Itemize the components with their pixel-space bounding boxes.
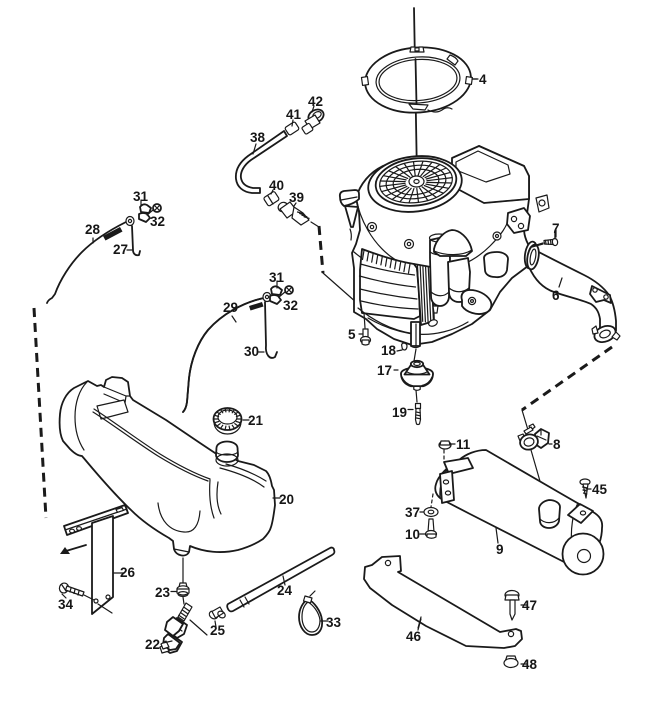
svg-text:32: 32 bbox=[150, 214, 165, 229]
svg-text:38: 38 bbox=[250, 130, 266, 145]
svg-text:32: 32 bbox=[283, 298, 298, 313]
svg-text:21: 21 bbox=[248, 413, 264, 428]
svg-text:6: 6 bbox=[552, 288, 560, 303]
svg-text:8: 8 bbox=[553, 437, 561, 452]
svg-text:27: 27 bbox=[113, 242, 128, 257]
svg-text:42: 42 bbox=[308, 94, 323, 109]
svg-text:24: 24 bbox=[277, 583, 293, 598]
svg-text:39: 39 bbox=[289, 190, 304, 205]
svg-text:31: 31 bbox=[269, 270, 285, 285]
svg-text:34: 34 bbox=[58, 597, 74, 612]
svg-text:26: 26 bbox=[120, 565, 136, 580]
svg-text:5: 5 bbox=[348, 327, 356, 342]
svg-text:47: 47 bbox=[522, 598, 537, 613]
svg-text:29: 29 bbox=[223, 300, 238, 315]
svg-text:37: 37 bbox=[405, 505, 420, 520]
svg-text:46: 46 bbox=[406, 629, 422, 644]
svg-text:33: 33 bbox=[326, 615, 342, 630]
svg-text:48: 48 bbox=[522, 657, 538, 672]
svg-text:20: 20 bbox=[279, 492, 294, 507]
svg-text:40: 40 bbox=[269, 178, 284, 193]
svg-text:4: 4 bbox=[479, 72, 487, 87]
svg-text:30: 30 bbox=[244, 344, 259, 359]
svg-text:9: 9 bbox=[496, 542, 504, 557]
svg-text:23: 23 bbox=[155, 585, 171, 600]
svg-text:45: 45 bbox=[592, 482, 608, 497]
svg-text:11: 11 bbox=[456, 437, 471, 452]
svg-text:31: 31 bbox=[133, 189, 149, 204]
svg-text:25: 25 bbox=[210, 623, 226, 638]
svg-text:18: 18 bbox=[381, 343, 397, 358]
svg-text:28: 28 bbox=[85, 222, 101, 237]
svg-text:41: 41 bbox=[286, 107, 302, 122]
svg-text:10: 10 bbox=[405, 527, 420, 542]
svg-text:17: 17 bbox=[377, 363, 392, 378]
svg-text:19: 19 bbox=[392, 405, 407, 420]
svg-text:7: 7 bbox=[552, 221, 560, 236]
svg-text:22: 22 bbox=[145, 637, 160, 652]
